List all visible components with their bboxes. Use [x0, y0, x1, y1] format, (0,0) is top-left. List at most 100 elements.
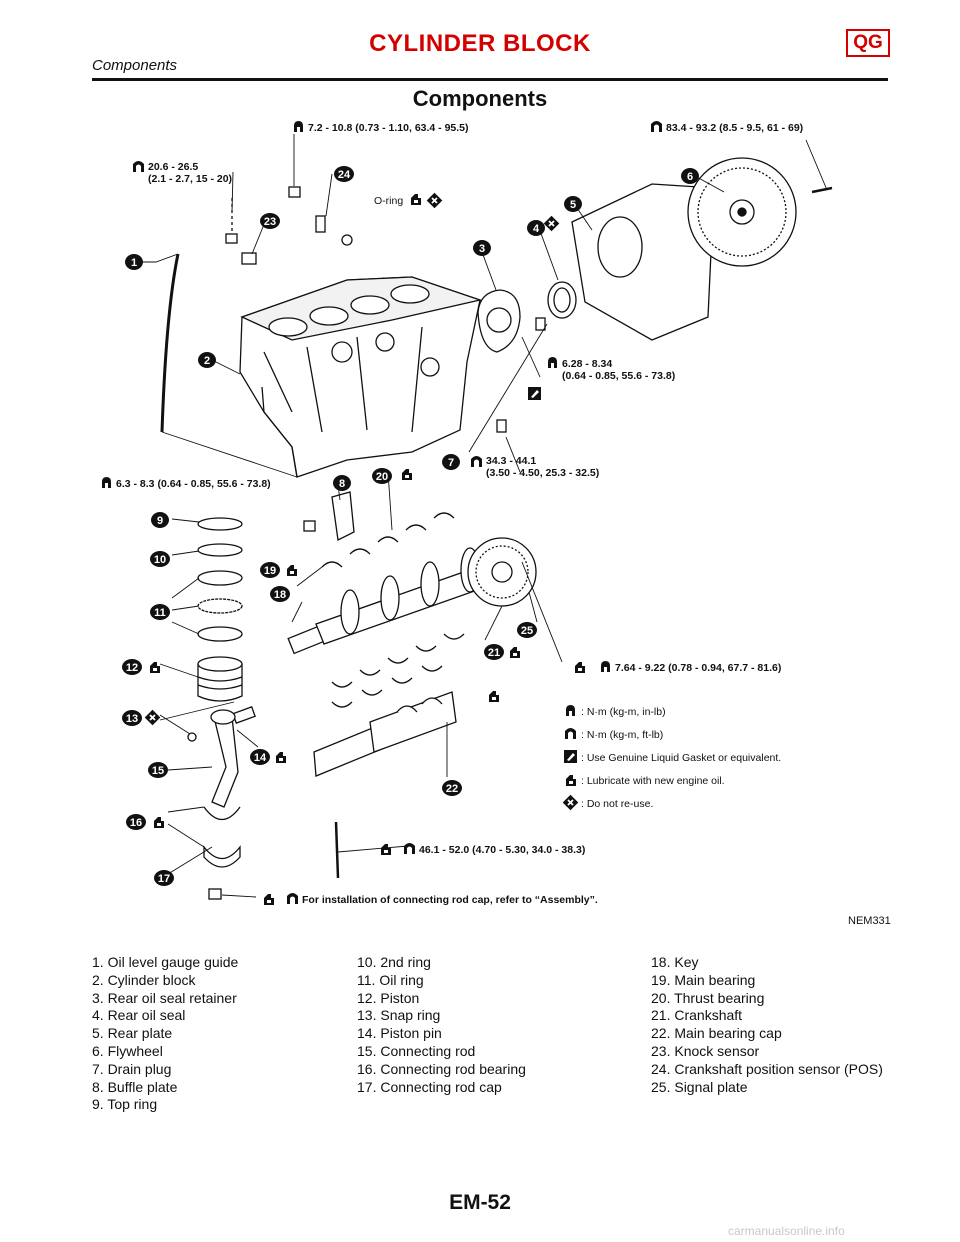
callout-1: 1 [125, 254, 143, 270]
svg-text:24: 24 [338, 169, 351, 181]
spec-signal-plate: 7.64 - 9.22 (0.78 - 0.94, 67.7 - 81.6) [615, 662, 781, 674]
svg-text:23: 23 [264, 216, 276, 228]
svg-text:16: 16 [130, 817, 142, 829]
oil-can-icon [411, 194, 421, 205]
callout-9: 9 [151, 512, 169, 528]
svg-text:1: 1 [131, 257, 137, 269]
baffle-plate-drawing [331, 491, 355, 541]
oil-can-icon [402, 469, 412, 480]
callout-2: 2 [198, 352, 216, 368]
oring-label: O-ring [374, 195, 403, 207]
callout-6: 6 [681, 168, 699, 184]
callout-23: 23 [260, 213, 280, 229]
svg-text:11: 11 [154, 607, 166, 619]
callout-11: 11 [150, 604, 170, 620]
header-subtitle: Components [92, 57, 178, 74]
torque-ftlb-icon [471, 456, 482, 467]
do-not-reuse-icon [542, 214, 561, 233]
callout-8: 8 [333, 475, 351, 491]
oil-can-icon [575, 662, 585, 673]
spec-knock-sensor-2: (2.1 - 2.7, 15 - 20) [148, 173, 232, 185]
legend-text-3: : Use Genuine Liquid Gasket or equivalen… [581, 752, 781, 764]
svg-text:12: 12 [126, 662, 138, 674]
spec-conrod-note: For installation of connecting rod cap, … [302, 894, 598, 906]
callout-numbers[interactable]: 1 2 3 4 5 6 7 8 9 10 11 12 13 14 15 16 1… [122, 166, 699, 886]
legend-text-4: : Lubricate with new engine oil. [581, 775, 725, 787]
callout-24: 24 [334, 166, 354, 182]
parts-list-col1: 1. Oil level gauge guide 2. Cylinder blo… [92, 954, 238, 1114]
legend-torque-ftlb-icon [565, 728, 576, 739]
list-item: 16. Connecting rod bearing [357, 1060, 526, 1077]
bearings-drawing [321, 512, 465, 708]
list-item: 9. Top ring [92, 1096, 158, 1113]
oil-can-icon [276, 752, 286, 763]
list-item: 20. Thrust bearing [651, 989, 765, 1006]
callout-22: 22 [442, 780, 462, 796]
list-item: 8. Buffle plate [92, 1078, 178, 1095]
legend-oil-can-icon [566, 775, 576, 786]
list-item: 14. Piston pin [357, 1025, 442, 1042]
watermark: carmanualsonline.info [728, 1224, 845, 1238]
svg-text:14: 14 [254, 752, 267, 764]
list-item: 6. Flywheel [92, 1042, 163, 1059]
list-item: 7. Drain plug [92, 1060, 172, 1077]
callout-15: 15 [148, 762, 168, 778]
torque-ftlb-icon [651, 121, 662, 132]
header-title: CYLINDER BLOCK [369, 30, 591, 57]
callout-25: 25 [517, 622, 537, 638]
callout-7: 7 [442, 454, 460, 470]
legend-liquid-gasket-icon [564, 750, 577, 763]
rear-parts-drawing [477, 157, 833, 353]
leader-lines [138, 134, 828, 898]
spec-drain-1: 34.3 - 44.1 [486, 455, 536, 467]
spec-main-cap-bolt: 46.1 - 52.0 (4.70 - 5.30, 34.0 - 38.3) [419, 844, 585, 856]
do-not-reuse-icon [425, 191, 444, 210]
callout-4: 4 [527, 220, 545, 236]
section-title: Components [412, 86, 548, 111]
parts-list-col3: 18. Key 19. Main bearing 20. Thrust bear… [651, 954, 883, 1096]
liquid-gasket-icon [528, 387, 541, 400]
header-rule [92, 78, 888, 81]
legend: : N·m (kg-m, in-lb) : N·m (kg-m, ft-lb) … [561, 704, 781, 812]
svg-text:6: 6 [687, 171, 693, 183]
legend-text-1: : N·m (kg-m, in-lb) [581, 706, 666, 718]
oil-can-icon [264, 894, 274, 905]
callout-19: 19 [260, 562, 280, 578]
svg-text:7: 7 [448, 457, 454, 469]
oil-can-icon [510, 647, 520, 658]
torque-inlb-icon [546, 356, 559, 369]
callout-14: 14 [250, 749, 270, 765]
svg-text:21: 21 [488, 647, 500, 659]
oil-can-icon [381, 844, 391, 855]
exploded-diagram: 1 2 3 4 5 6 7 8 9 10 11 12 13 14 15 16 1… [100, 120, 891, 927]
spec-retainer-2: (0.64 - 0.85, 55.6 - 73.8) [562, 370, 675, 382]
list-item: 21. Crankshaft [651, 1007, 743, 1024]
list-item: 15. Connecting rod [357, 1042, 476, 1059]
svg-text:19: 19 [264, 565, 276, 577]
oil-can-icon [150, 662, 160, 673]
list-item: 18. Key [651, 954, 699, 970]
spec-drain-2: (3.50 - 4.50, 25.3 - 32.5) [486, 467, 599, 479]
legend-text-2: : N·m (kg-m, ft-lb) [581, 729, 663, 741]
parts-list-col2: 10. 2nd ring 11. Oil ring 12. Piston 13.… [357, 954, 526, 1096]
list-item: 19. Main bearing [651, 971, 756, 988]
svg-text:10: 10 [154, 554, 166, 566]
list-item: 12. Piston [357, 989, 420, 1006]
oil-can-icon [287, 565, 297, 576]
list-item: 23. Knock sensor [651, 1042, 760, 1059]
list-item: 10. 2nd ring [357, 954, 431, 970]
list-item: 2. Cylinder block [92, 971, 196, 988]
callout-20: 20 [372, 468, 392, 484]
engine-code-badge: QG [846, 29, 890, 57]
spec-top-right: 83.4 - 93.2 (8.5 - 9.5, 61 - 69) [666, 122, 803, 134]
crankshaft-drawing [287, 537, 537, 655]
list-item: 1. Oil level gauge guide [92, 954, 239, 970]
legend-text-5: : Do not re-use. [581, 798, 653, 810]
svg-text:20: 20 [376, 471, 388, 483]
svg-text:2: 2 [204, 355, 210, 367]
torque-inlb-icon [599, 660, 612, 673]
svg-text:22: 22 [446, 783, 458, 795]
svg-text:5: 5 [570, 199, 576, 211]
svg-text:4: 4 [533, 223, 540, 235]
list-item: 17. Connecting rod cap [357, 1078, 502, 1095]
